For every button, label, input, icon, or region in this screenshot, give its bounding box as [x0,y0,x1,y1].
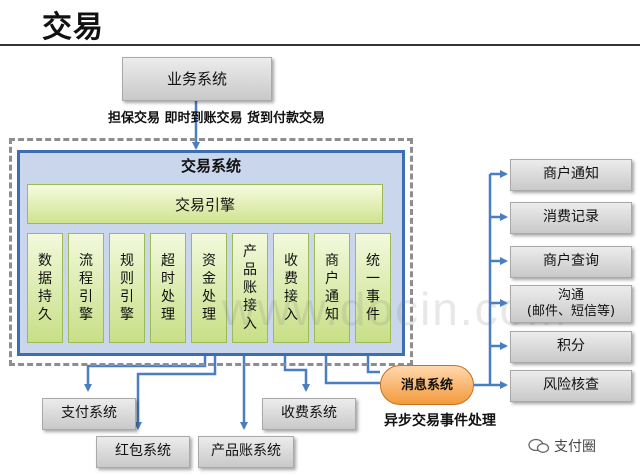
right-communication: 沟通 (邮件、短信等) [510,285,632,323]
product-account-system-box: 产品账系统 [198,436,294,468]
business-types-label: 担保交易 即时到账交易 货到付款交易 [108,111,326,126]
right-consumption-record: 消费记录 [510,202,632,234]
transaction-engine-box: 交易引擎 [27,184,383,224]
message-system-cylinder: 消息系统 [380,365,474,405]
module-process-engine: 流程引擎 [68,233,104,343]
module-data-persistence: 数据持久 [27,233,63,343]
wechat-logo: 支付圈 [528,436,596,456]
title-divider [0,44,640,46]
module-unified-event: 统一事件 [355,233,391,343]
fee-system-box: 收费系统 [262,398,356,430]
dashed-boundary [9,138,413,366]
logo-text: 支付圈 [554,439,596,455]
chat-bubble-icon [528,438,550,453]
redpacket-system-box: 红包系统 [96,436,190,468]
business-system-box: 业务系统 [122,57,272,101]
pay-system-box: 支付系统 [42,398,136,430]
module-merchant-notify: 商户通知 [314,233,350,343]
right-points: 积分 [510,331,632,363]
module-rule-engine: 规则引擎 [109,233,145,343]
page-title: 交易 [42,10,104,45]
module-timeout-handling: 超时处理 [150,233,186,343]
right-merchant-notify: 商户通知 [510,159,632,191]
watermark: www.docin.com [222,283,568,335]
message-system-caption: 异步交易事件处理 [384,413,496,429]
right-merchant-query: 商户查询 [510,246,632,278]
module-fund-processing: 资金处理 [191,233,227,343]
module-product-account-access: 产品账接入 [232,233,268,343]
right-risk-check: 风险核查 [510,370,632,402]
transaction-system-title: 交易系统 [180,157,241,175]
module-fee-access: 收费接入 [273,233,309,343]
